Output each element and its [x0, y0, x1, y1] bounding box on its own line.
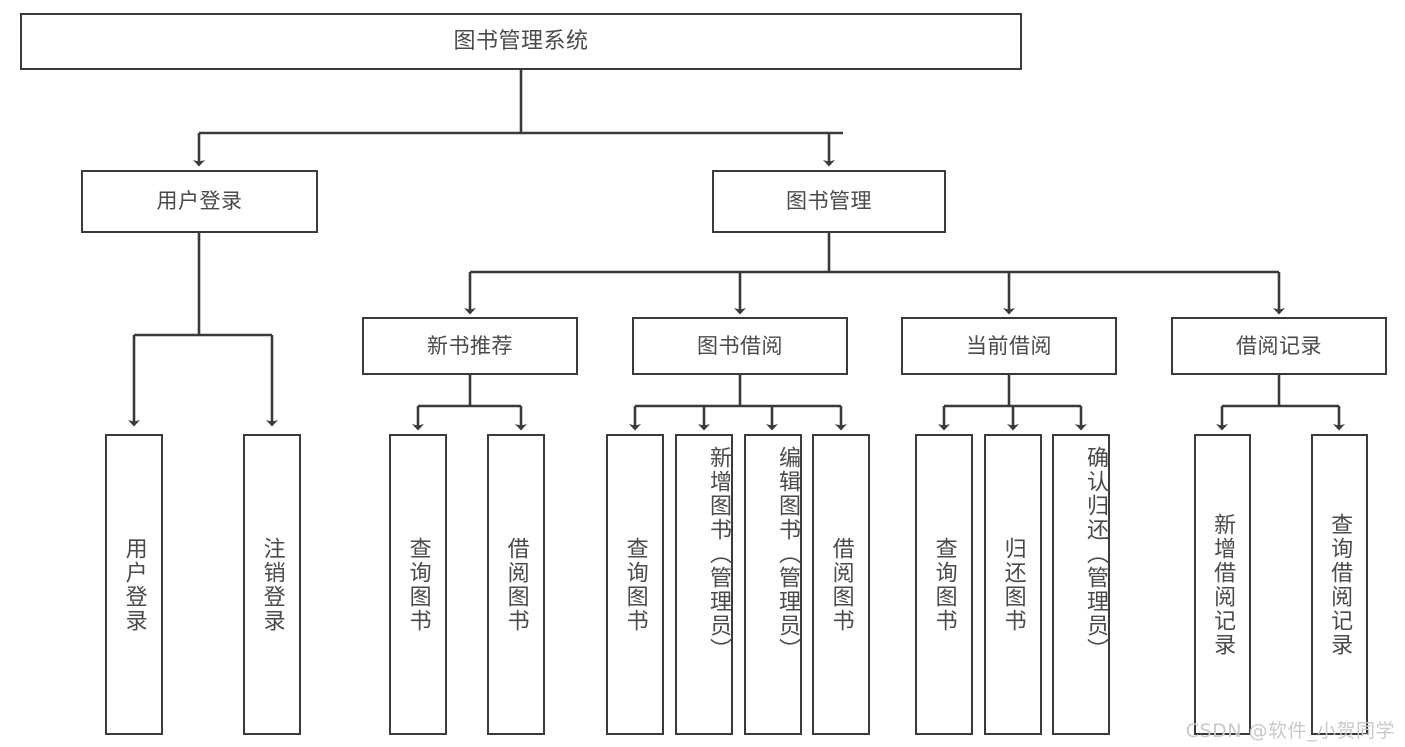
leaf-return-book[interactable]: 归还图书	[984, 434, 1042, 735]
node-book-management[interactable]: 图书管理	[712, 170, 946, 233]
csdn-watermark: CSDN @软件_小贺同学	[1185, 720, 1395, 742]
leaf-confirm-return-admin[interactable]: 确认归还（管理员）	[1052, 434, 1110, 735]
node-label: 图书管理	[786, 189, 872, 214]
node-label: 借阅记录	[1236, 333, 1322, 358]
node-user-login[interactable]: 用户登录	[81, 170, 318, 233]
node-label: 借阅图书	[828, 536, 854, 633]
node-root-book-management-system[interactable]: 图书管理系统	[20, 13, 1022, 70]
node-label: 用户登录	[156, 189, 243, 214]
leaf-user-login[interactable]: 用户登录	[105, 434, 163, 735]
leaf-edit-book-admin[interactable]: 编辑图书（管理员）	[744, 434, 802, 735]
leaf-query-book-recommend[interactable]: 查询图书	[389, 434, 447, 735]
leaf-query-borrow-record[interactable]: 查询借阅记录	[1311, 434, 1368, 735]
node-label: 归还图书	[1000, 536, 1026, 633]
node-borrow-record[interactable]: 借阅记录	[1171, 317, 1387, 375]
node-label: 图书管理系统	[453, 28, 589, 54]
leaf-query-book-current[interactable]: 查询图书	[915, 434, 973, 735]
node-label: 查询借阅记录	[1327, 512, 1353, 657]
node-label: 借阅图书	[503, 536, 529, 633]
node-label: 查询图书	[931, 536, 957, 633]
node-label: 查询图书	[622, 536, 648, 633]
node-label: 编辑图书（管理员）	[775, 446, 800, 662]
node-label: 当前借阅	[966, 333, 1052, 358]
leaf-borrow-book[interactable]: 借阅图书	[812, 434, 870, 735]
node-book-borrow[interactable]: 图书借阅	[632, 317, 848, 375]
node-label: 注销登录	[259, 536, 285, 633]
leaf-query-book-borrow[interactable]: 查询图书	[606, 434, 664, 735]
node-label: 图书借阅	[697, 333, 783, 358]
node-label: 用户登录	[121, 536, 147, 633]
leaf-add-book-admin[interactable]: 新增图书（管理员）	[675, 434, 733, 735]
node-new-book-recommend[interactable]: 新书推荐	[362, 317, 578, 375]
node-label: 查询图书	[405, 536, 431, 633]
node-current-borrow[interactable]: 当前借阅	[901, 317, 1117, 375]
node-label: 新增借阅记录	[1210, 512, 1236, 657]
node-label: 新增图书（管理员）	[706, 446, 731, 662]
node-label: 确认归还（管理员）	[1083, 446, 1108, 662]
leaf-add-borrow-record[interactable]: 新增借阅记录	[1194, 434, 1251, 735]
leaf-logout[interactable]: 注销登录	[243, 434, 301, 735]
leaf-borrow-book-recommend[interactable]: 借阅图书	[487, 434, 545, 735]
node-label: 新书推荐	[427, 333, 513, 358]
